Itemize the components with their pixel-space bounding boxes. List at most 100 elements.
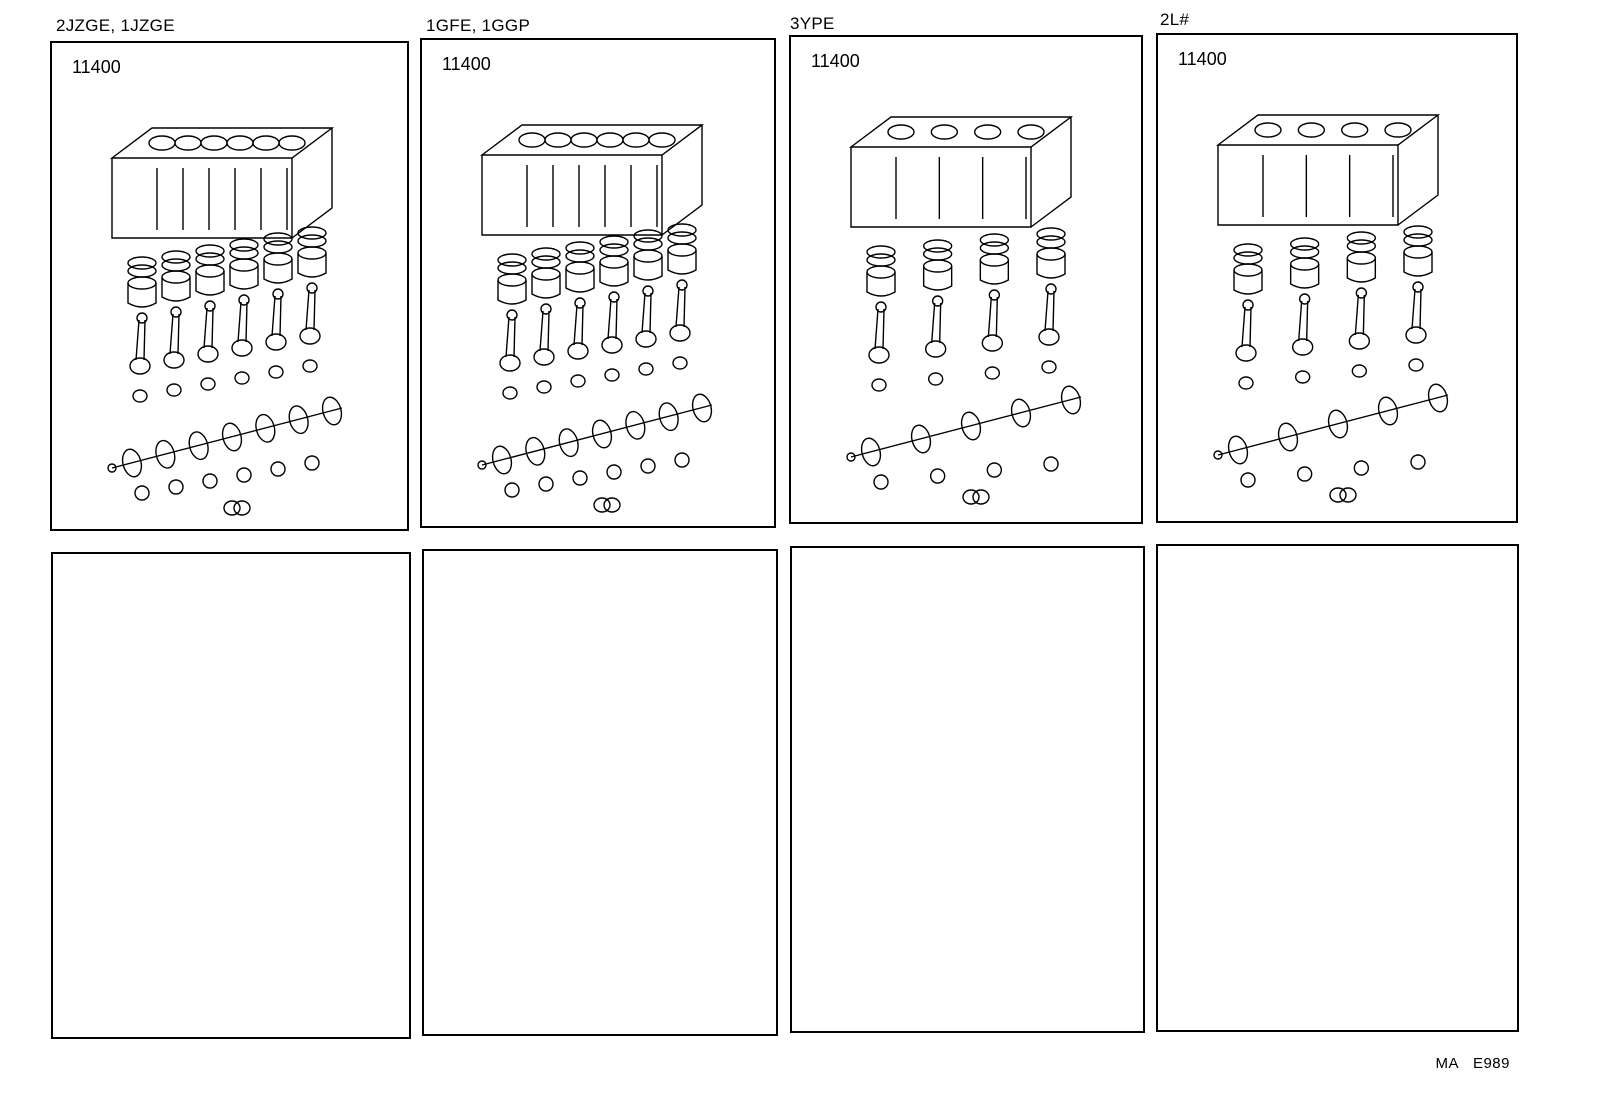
piston [667, 250, 697, 275]
part-number: 11400 [1178, 49, 1227, 69]
crank-counterweight [1010, 398, 1032, 428]
crank-counterweight [558, 428, 579, 458]
piston [229, 265, 259, 290]
empty-panel-1[interactable] [51, 552, 411, 1039]
part-number: 11400 [442, 54, 491, 74]
rod-beam [987, 296, 999, 338]
rod-bearing [268, 365, 284, 379]
piston-crown [565, 261, 595, 275]
parts-panel-2[interactable]: 11400 [420, 38, 776, 528]
cylinder-bore [148, 135, 176, 151]
piston-crown [1233, 263, 1263, 277]
crank-counterweight [591, 419, 613, 449]
rod-small-end [1355, 287, 1368, 299]
piston-ring [297, 234, 327, 248]
parts-panel-4[interactable]: 11400 [1156, 33, 1518, 523]
rod-big-end [868, 346, 890, 364]
piston-ring [497, 261, 527, 275]
rod-beam [573, 304, 584, 346]
rod-big-end [231, 339, 253, 357]
piston-ring [229, 238, 259, 252]
main-bearings-group [1240, 454, 1426, 503]
piston-crown [866, 265, 896, 279]
crank-counterweight [625, 410, 646, 440]
piston-crown [229, 258, 259, 272]
block-deck [479, 124, 705, 156]
piston [161, 277, 191, 302]
block-deck [848, 116, 1074, 148]
piston-ring [229, 246, 259, 260]
piston-ring [161, 258, 191, 272]
cylinder-bore [1017, 124, 1045, 140]
cylinder-bore [622, 132, 650, 148]
piston-crown [127, 276, 157, 290]
bearings-group [871, 360, 1057, 392]
piston [297, 253, 327, 278]
rod-big-end [1348, 332, 1371, 350]
thrust-washer [603, 497, 621, 513]
rod-bearing [871, 378, 887, 392]
crank-snout [107, 463, 117, 473]
block-deck [1215, 114, 1441, 146]
rod-small-end [540, 303, 552, 315]
thrust-washer [1339, 487, 1357, 503]
rod-big-end [981, 334, 1004, 352]
parts-panel-3[interactable]: 11400 [789, 35, 1143, 524]
piston-crown [1036, 247, 1066, 261]
crank-counterweight [121, 448, 143, 478]
rod-bearing [570, 374, 586, 388]
rod-bearing [1238, 376, 1254, 390]
rod-bearing [638, 362, 654, 376]
rod-bearing [1294, 370, 1311, 384]
piston-ring [263, 240, 293, 254]
crankshaft [107, 396, 343, 478]
rod-beam [675, 286, 686, 328]
rod-big-end [265, 333, 287, 351]
cylinder-bores [887, 124, 1045, 219]
cylinder-bore [544, 132, 572, 148]
empty-panel-2[interactable] [422, 549, 778, 1036]
piston-ring [1346, 239, 1377, 253]
rod-beam [505, 316, 516, 358]
rod-big-end [601, 336, 623, 354]
figure-code-left: MA [1435, 1055, 1459, 1072]
empty-panel-3[interactable] [790, 546, 1145, 1033]
main-bearing [1296, 466, 1313, 482]
rod-small-end [676, 279, 688, 291]
piston-ring [922, 247, 953, 261]
pistons-group [497, 223, 697, 305]
piston [922, 266, 953, 291]
pistons-group [866, 227, 1066, 297]
rod-big-end [129, 357, 151, 375]
rod-big-end [1038, 328, 1060, 346]
cylinder-bore [887, 124, 915, 140]
crank-counterweight [1227, 435, 1249, 465]
rod-bearing [200, 377, 216, 391]
cylinder-bore [570, 132, 598, 148]
rod-small-end [988, 289, 1001, 301]
rod-bearing [536, 380, 552, 394]
block-front [481, 155, 663, 236]
rod-small-end [642, 285, 654, 297]
main-bearing [504, 482, 520, 498]
bearings-group [502, 356, 688, 400]
parts-panel-1[interactable]: 11400 [50, 41, 409, 531]
main-bearing [1240, 472, 1256, 488]
rod-beam [1241, 306, 1252, 348]
main-bearing [606, 464, 622, 480]
engine-label-3: 3YPE [790, 14, 835, 33]
cylinder-bore [1297, 122, 1326, 138]
short-block-illustration [1198, 85, 1478, 505]
piston-crown [161, 270, 191, 284]
rod-big-end [924, 340, 947, 358]
rod-beam [1354, 294, 1366, 336]
piston [599, 262, 629, 287]
piston-ring [599, 235, 629, 249]
piston [263, 259, 293, 284]
empty-panel-4[interactable] [1156, 544, 1519, 1032]
cylinder-bore [278, 135, 306, 151]
main-bearing [640, 458, 656, 474]
cylinder-bores [518, 132, 676, 227]
rod-bearing [672, 356, 688, 370]
short-block-illustration [462, 95, 742, 515]
